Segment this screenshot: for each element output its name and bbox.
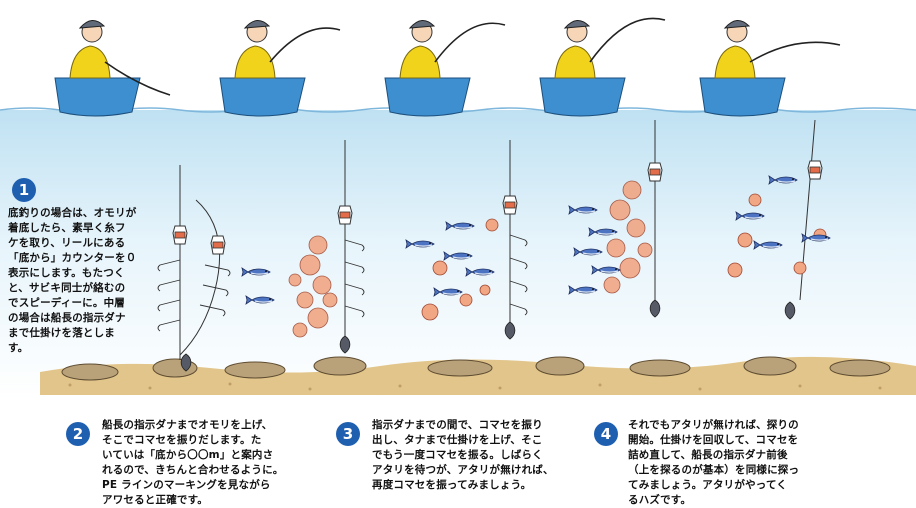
step-line: す。 (8, 342, 29, 354)
step-line: まで仕掛けを落としま (8, 327, 115, 339)
step-3-number: 3 (336, 422, 360, 446)
step-line: 「底から」カウンターを０ (8, 252, 137, 264)
fishing-rod-icon (269, 27, 341, 63)
step-line: （上を探るのが基本）を同様に探っ (628, 464, 800, 476)
rig-panel-3 (405, 140, 528, 340)
step-line: そこでコマセを振りだします。た (102, 434, 262, 446)
step-3-text: 指示ダナまでの間で、コマセを振り 出し、タナまで仕掛けを上げ、そこ でもう一度コ… (372, 418, 582, 493)
angler-icon (234, 45, 276, 79)
step-line: 出し、タナまで仕掛けを上げ、そこ (372, 434, 543, 446)
angler-icon (714, 45, 756, 79)
angler-icon (554, 45, 596, 79)
step-line: 底釣りの場合は、オモリが (8, 207, 137, 219)
fishing-rod-icon (749, 41, 841, 63)
angler-boat-2 (219, 20, 341, 117)
boat-icon (54, 77, 141, 117)
chum-cage-icon (172, 225, 188, 245)
boat-icon (384, 77, 471, 117)
step-line: アワセると正確です。 (102, 494, 208, 506)
step-2-text: 船長の指示ダナまでオモリを上げ、 そこでコマセを振りだします。た いていは「底か… (102, 418, 317, 508)
fishing-rod-icon (589, 17, 666, 63)
angler-icon (399, 45, 441, 79)
step-line: でもう一度コマセを振る。しばらく (372, 449, 543, 461)
step-line: それでもアタリが無ければ、探りの (628, 419, 799, 431)
seabed (40, 356, 916, 395)
seabed-rock-icon (61, 356, 891, 381)
step-line: 指示ダナまでの間で、コマセを振り (372, 419, 543, 431)
step-4-number: 4 (594, 422, 618, 446)
fishing-rod-icon (434, 22, 506, 63)
step-line: アタリを待つが、アタリが無ければ、 (372, 464, 554, 476)
seabed-texture (68, 382, 882, 391)
step-line: 開始。仕掛けを回収して、コマセを (628, 434, 799, 446)
angler-boat-5 (699, 20, 841, 117)
boat-icon (699, 77, 786, 117)
step-line: 船長の指示ダナまでオモリを上げ、 (102, 419, 273, 431)
step-line: の場合は船長の指示ダナ (8, 312, 126, 324)
step-line: と、サビキ同士が絡むの (8, 282, 126, 294)
step-2-number: 2 (66, 422, 90, 446)
rig-panel-2 (288, 140, 365, 354)
rig-panel-1 (157, 165, 275, 372)
chum-cloud-icon (288, 235, 338, 338)
step-line: 再度コマセを振ってみましょう。 (372, 479, 532, 491)
step-line: れるので、きちんと合わせるように。 (102, 464, 284, 476)
boat-icon (219, 77, 306, 117)
step-1-text: 底釣りの場合は、オモリが 着底したら、素早く糸フ ケを取り、リールにある 「底か… (8, 206, 158, 356)
step-line: 表示にします。もたつく (8, 267, 125, 279)
fishing-rod-icon (104, 61, 171, 96)
angler-boat-3 (384, 20, 506, 117)
step-line: てみましょう。アタリがやってく (628, 479, 788, 491)
step-line: いていは「底から〇〇m」と案内さ (102, 449, 274, 461)
angler-boat-1 (54, 20, 171, 117)
rig-panel-5 (727, 119, 831, 320)
step-line: 着底したら、素早く糸フ (8, 222, 126, 234)
angler-icon (69, 45, 111, 79)
boat-icon (539, 77, 626, 117)
angler-boat-4 (539, 17, 666, 117)
step-1-number: 1 (12, 178, 36, 202)
step-line: PE ラインのマーキングを見ながら (102, 479, 271, 491)
step-line: でスピーディーに。中層 (8, 297, 125, 309)
rig-panel-4 (568, 120, 663, 318)
step-line: 詰め直して、船長の指示ダナ前後 (628, 449, 788, 461)
step-line: るハズです。 (628, 494, 692, 506)
step-line: ケを取り、リールにある (8, 237, 126, 249)
step-4-text: それでもアタリが無ければ、探りの 開始。仕掛けを回収して、コマセを 詰め直して、… (628, 418, 843, 508)
